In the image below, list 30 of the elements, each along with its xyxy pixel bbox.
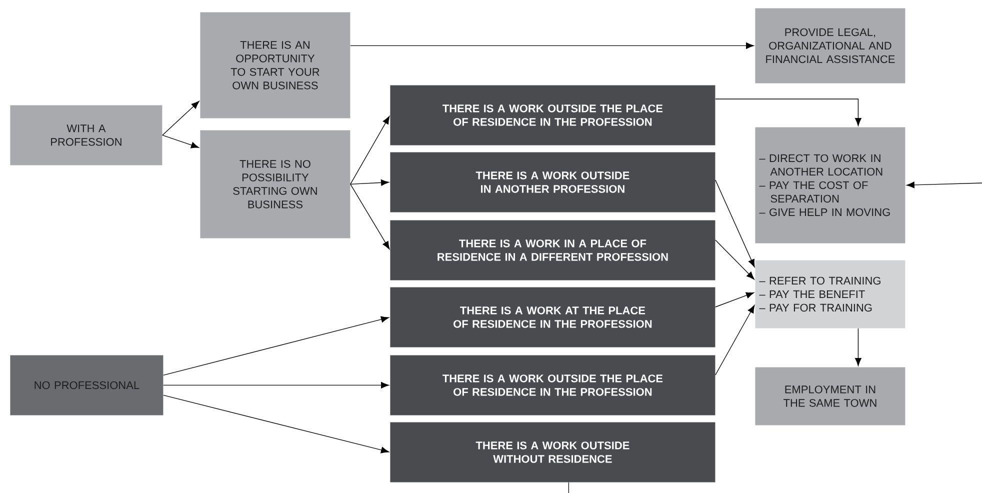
arrow [162, 101, 200, 136]
arrow [854, 328, 862, 366]
arrow [350, 184, 390, 250]
process-box: THERE IS A WORK OUTSIDE WITHOUT RESIDENCE [390, 422, 716, 482]
arrow [350, 179, 389, 186]
arrow [350, 116, 390, 185]
process-box: THERE IS A WORK OUTSIDE THE PLACE OF RESIDENCE IN THE PROFESSION [390, 85, 716, 146]
process-box: PROVIDE LEGAL, ORGANIZATIONAL AND FINANCIAL ASSISTANCE [755, 8, 906, 84]
process-box: WITH A PROFESSION [10, 105, 162, 166]
process-box: THERE IS A WORK OUTSIDE THE PLACE OF RESIDENCE IN THE PROFESSION [390, 355, 716, 416]
arrow [162, 134, 200, 148]
arrow [163, 316, 389, 376]
process-box: – REFER TO TRAINING – PAY THE BENEFIT – PAY FOR TRAINING [755, 260, 906, 328]
arrow [715, 240, 754, 280]
arrow [163, 394, 389, 454]
process-box: THERE IS NO POSSIBILITY STARTING OWN BUSINESS [200, 130, 350, 238]
process-box: THERE IS AN OPPORTUNITY TO START YOUR OWN BUSINESS [200, 12, 350, 118]
process-box: EMPLOYMENT IN THE SAME TOWN [755, 367, 906, 426]
process-box: THERE IS A WORK OUTSIDE IN ANOTHER PROFESSION [390, 152, 716, 212]
process-box: THERE IS A WORK IN A PLACE OF RESIDENCE IN A DIFFERENT PROFESSION [390, 220, 716, 280]
arrow [163, 382, 389, 388]
process-box: THERE IS A WORK AT THE PLACE OF RESIDENCE IN THE PROFESSION [390, 287, 716, 348]
arrow [715, 292, 754, 308]
arrow [715, 305, 755, 376]
process-box: – DIRECT TO WORK IN ANOTHER LOCATION – PAY THE COST OF SEPARATION – GIVE HELP IN MOVING [755, 127, 906, 244]
arrow [350, 42, 754, 49]
process-box: NO PROFESSIONAL [10, 355, 164, 416]
arrow [906, 182, 982, 188]
arrow [715, 180, 755, 268]
arrow [715, 98, 862, 126]
